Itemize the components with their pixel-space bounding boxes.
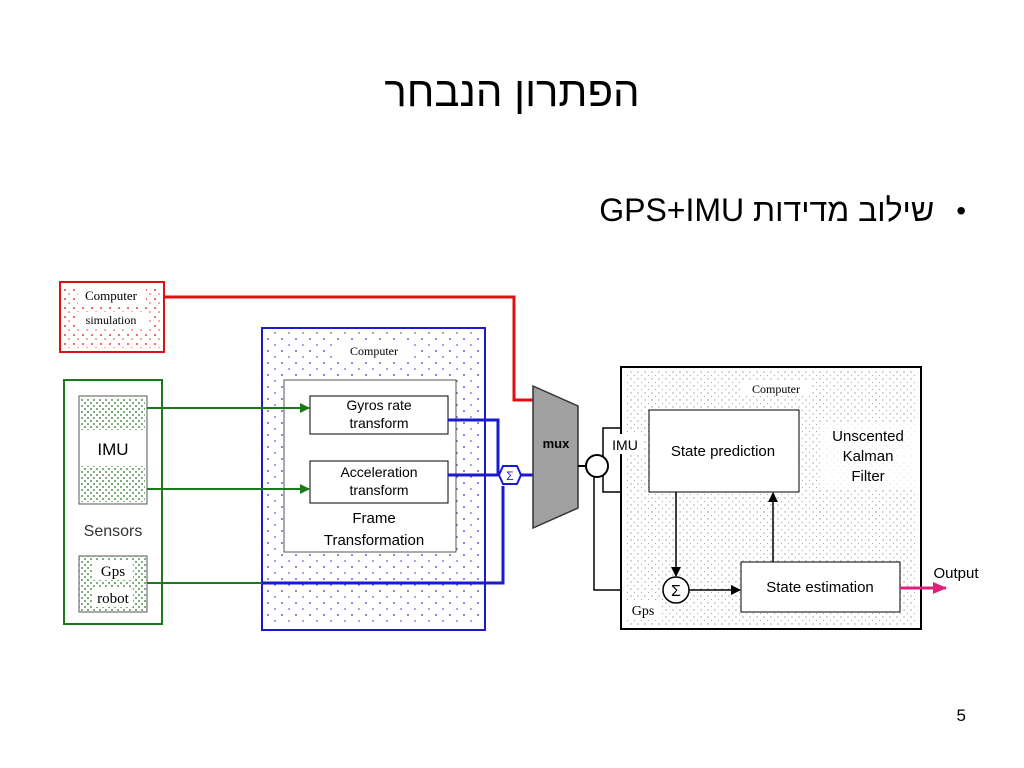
computer-simulation-box: Computer simulation	[59, 281, 165, 353]
sensors-label: Sensors	[84, 523, 143, 540]
frame-label-line1: Frame	[352, 510, 395, 527]
filter-label-line3: Filter	[851, 468, 884, 485]
sensor-connections	[147, 403, 310, 584]
slide-title: הפתרון הנבחר	[384, 68, 640, 115]
mux-block: mux	[532, 384, 586, 530]
ukf-gps-label: Gps	[632, 604, 655, 619]
small-sum-node: Σ	[497, 465, 523, 485]
ukf-computer-label: Computer	[752, 382, 800, 396]
frame-computer-label: Computer	[350, 344, 398, 358]
sim-label-line2: simulation	[86, 313, 137, 327]
filter-label-line2: Kalman	[843, 448, 894, 465]
ukf-imu-label: IMU	[612, 437, 638, 453]
state-prediction-label: State prediction	[671, 443, 775, 460]
gyros-label-line2: transform	[349, 415, 408, 431]
accel-label-line2: transform	[349, 482, 408, 498]
accel-label-line1: Acceleration	[340, 464, 417, 480]
imu-sensor-label: IMU	[97, 440, 128, 459]
split-node	[585, 423, 665, 595]
gyros-label-line1: Gyros rate	[346, 397, 412, 413]
ukf-sum-symbol: Σ	[671, 583, 681, 600]
small-sum-symbol: Σ	[506, 469, 513, 483]
frame-transformation-box: Computer Gyros rate transform Accelerati…	[261, 327, 486, 631]
frame-outputs	[262, 418, 533, 585]
bullet-item: • שילוב מדידות GPS+IMU	[599, 192, 966, 229]
ukf-computer-box: Computer IMU State prediction Unscented …	[608, 366, 922, 630]
output-connection: Output	[900, 565, 979, 594]
state-estimation-label: State estimation	[766, 579, 874, 596]
output-label: Output	[933, 565, 979, 582]
gps-robot-line1: Gps	[101, 564, 125, 580]
bullet-text: שילוב מדידות GPS+IMU	[599, 192, 935, 228]
simulation-to-mux-line	[164, 295, 534, 402]
mux-label: mux	[543, 436, 571, 451]
frame-label-line2: Transformation	[324, 532, 424, 549]
sim-label-line1: Computer	[85, 288, 138, 303]
filter-label-line1: Unscented	[832, 428, 904, 445]
sensors-box: IMU Sensors Gps robot	[63, 379, 163, 625]
bullet-symbol: •	[956, 194, 966, 226]
gps-robot-line2: robot	[97, 591, 129, 607]
page-number: 5	[956, 706, 966, 725]
